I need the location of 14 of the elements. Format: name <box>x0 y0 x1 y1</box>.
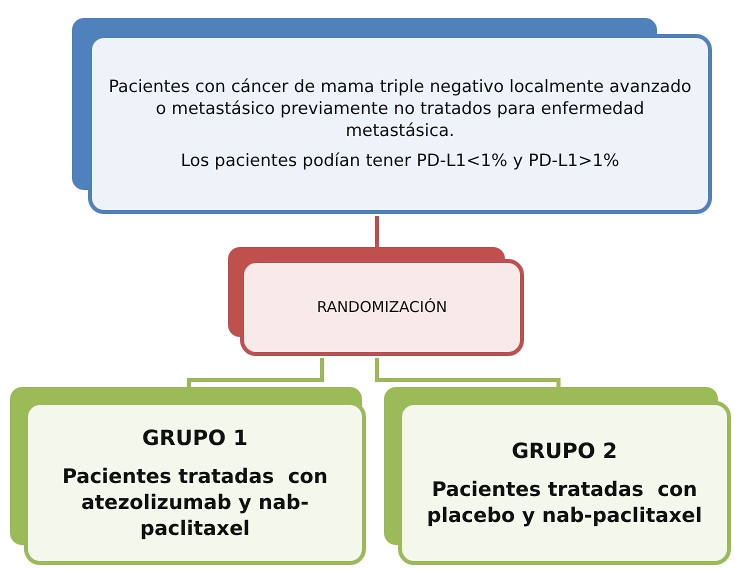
box-text: RANDOMIZACIÓN <box>316 298 448 318</box>
box-text: Pacientes con cáncer de mama triple negativo localmente avanzado o metastásico previamente no tratados para enfermedad metastásica. <box>108 76 692 142</box>
group-description: Pacientes tratadas con atezolizumab y nab-paclitaxel <box>61 462 329 541</box>
connector-line <box>375 358 560 387</box>
connector-line <box>187 358 324 387</box>
group-box <box>384 387 733 567</box>
group-heading: GRUPO 1 <box>142 425 248 452</box>
group-description: Pacientes tratadas con placebo y nab-paclitaxel <box>426 476 704 528</box>
connector-line <box>375 216 379 247</box>
population-box <box>72 18 714 216</box>
group-box <box>10 387 368 567</box>
randomization-box <box>228 247 526 358</box>
box-text: Los pacientes podían tener PD-L1<1% y PD-L1>1% <box>180 150 620 172</box>
group-heading: GRUPO 2 <box>512 438 618 466</box>
